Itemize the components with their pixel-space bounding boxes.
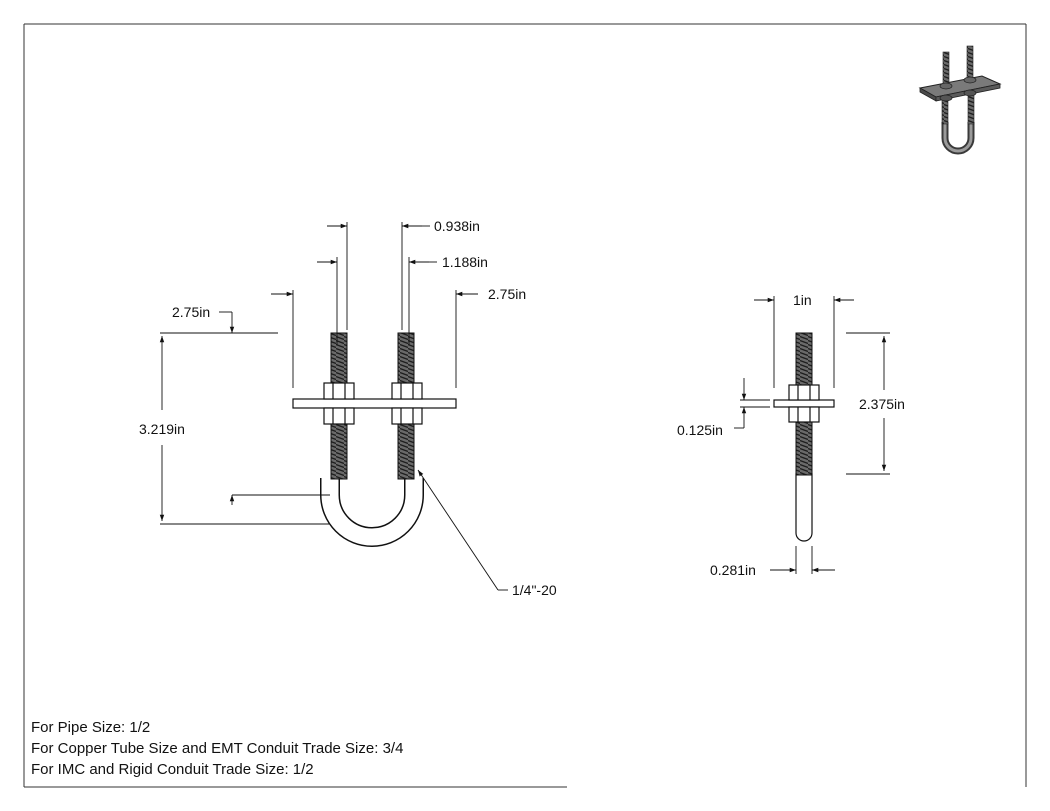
dim-3219 <box>159 336 330 525</box>
note-pipe-size: For Pipe Size: 1/2 <box>31 719 151 736</box>
note-copper-emt-size: For Copper Tube Size and EMT Conduit Tra… <box>31 740 404 757</box>
mounting-plate <box>292 398 457 409</box>
label-thread: 1/4"-20 <box>512 582 557 598</box>
dim-side-0281 <box>770 546 835 574</box>
side-smooth-rod <box>795 473 813 542</box>
label-side-0281: 0.281in <box>710 562 756 578</box>
note-imc-rigid-size: For IMC and Rigid Conduit Trade Size: 1/… <box>31 761 314 778</box>
label-1188: 1.188in <box>442 254 488 270</box>
label-3219: 3.219in <box>139 421 185 437</box>
side-view: 1in 2.375in 0.125in 0.281in <box>677 292 905 578</box>
iso-left-rod <box>942 51 950 87</box>
dim-side-2375 <box>846 332 890 475</box>
front-view: 0.938in 1.188in 2.75in 2.75in 3.219in 1/… <box>139 218 557 598</box>
thread-leader <box>417 469 508 591</box>
spec-notes: For Pipe Size: 1/2 For Copper Tube Size … <box>31 717 403 780</box>
label-275-left: 2.75in <box>172 304 210 320</box>
isometric-preview <box>918 45 1002 155</box>
sheet-border <box>23 23 1027 788</box>
iso-right-rod <box>966 45 974 81</box>
label-side-2375: 2.375in <box>859 396 905 412</box>
label-side-0125: 0.125in <box>677 422 723 438</box>
dim-275-plate <box>271 290 478 388</box>
dim-0938 <box>327 222 430 330</box>
label-side-1in: 1in <box>793 292 812 308</box>
right-nuts <box>391 382 423 425</box>
dim-side-1in <box>754 296 854 388</box>
side-plate <box>773 399 835 408</box>
left-nuts <box>323 382 355 425</box>
label-0938: 0.938in <box>434 218 480 234</box>
dim-275-left <box>160 311 278 334</box>
label-275-right: 2.75in <box>488 286 526 302</box>
dim-side-0125 <box>734 378 770 429</box>
side-nuts <box>788 384 820 423</box>
dim-1188 <box>317 257 437 345</box>
